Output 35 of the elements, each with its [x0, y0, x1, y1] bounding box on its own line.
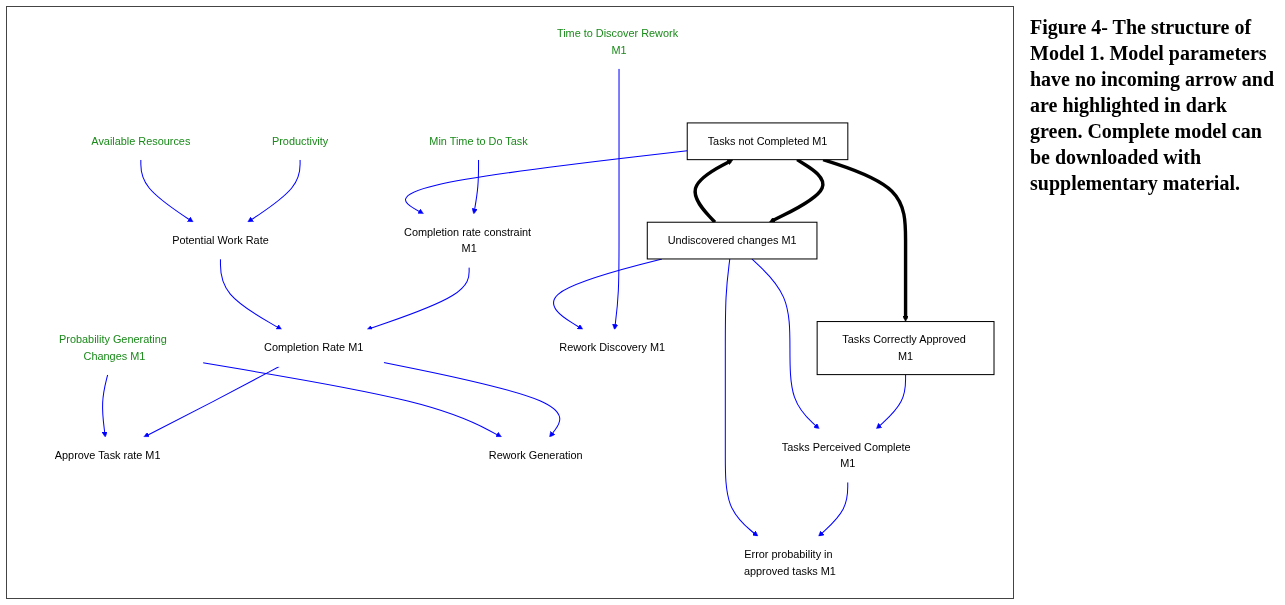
node-text: Completion rate constraint M1	[404, 226, 532, 255]
arrow	[822, 158, 909, 322]
node-text: Potential Work Rate	[172, 234, 269, 247]
node-text: Productivity	[271, 135, 329, 147]
node-box: Tasks not Completed M1	[686, 122, 849, 161]
arrow	[366, 266, 470, 331]
node-box: Undiscovered changes M1	[646, 221, 818, 260]
arrow	[405, 150, 688, 215]
node-text: Available Resources	[91, 135, 191, 147]
arrow	[769, 158, 825, 223]
node-box: Tasks Correctly Approved M1	[816, 321, 995, 376]
arrow	[140, 159, 194, 223]
arrow	[202, 362, 502, 438]
arrow	[471, 159, 480, 215]
arrow	[693, 159, 734, 224]
node-text: Probability Generating Changes M1	[59, 333, 167, 362]
arrow	[143, 365, 280, 438]
arrow	[876, 374, 907, 430]
node-text: Min Time to Do Task	[429, 135, 528, 147]
node-text: Completion Rate M1	[264, 341, 364, 354]
arrow	[612, 68, 620, 330]
node-text: Tasks Perceived Complete M1	[781, 441, 911, 470]
arrow	[724, 258, 759, 537]
node-text: Approve Task rate M1	[54, 449, 161, 461]
arrow	[219, 258, 283, 330]
node-text: Rework Discovery M1	[559, 341, 666, 354]
node-text: Error probability in approved tasks M1	[743, 548, 836, 577]
arrow	[247, 159, 301, 223]
arrow	[101, 374, 109, 438]
arrow	[751, 258, 820, 430]
node-text: Time to Discover Rework M1	[556, 27, 679, 56]
arrow	[818, 481, 849, 537]
figure-caption: Figure 4- The structure of Model 1. Model parameters have no incoming arrow and are highlighted in dark green. Complete model can be downloaded with supplementary material.	[1029, 15, 1276, 197]
node-text: Rework Generation	[488, 449, 583, 461]
arrow	[383, 361, 561, 438]
